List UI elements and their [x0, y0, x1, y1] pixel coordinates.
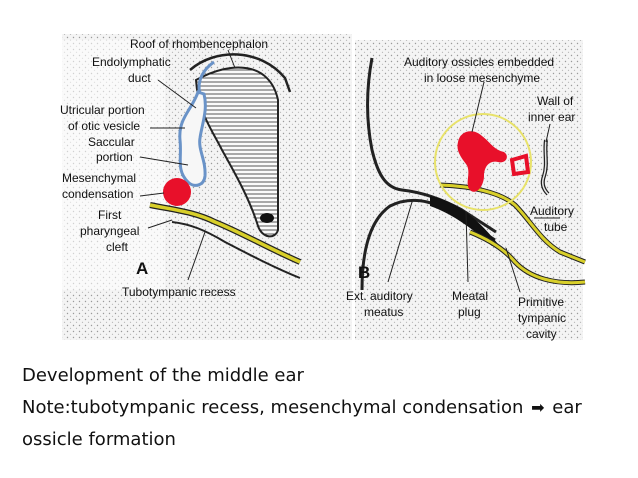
- pharyngeal-pouch-line: [171, 221, 301, 279]
- label-utricular-1: Utricular portion: [60, 103, 145, 117]
- label-wall-2: inner ear: [528, 110, 575, 124]
- label-meatus-2: meatus: [364, 305, 403, 319]
- label-wall-1: Wall of: [537, 94, 574, 108]
- panel-a-letter: A: [136, 259, 148, 278]
- loose-mesenchyme: [434, 113, 532, 211]
- caption-line-1: Development of the middle ear: [22, 365, 304, 386]
- label-tube-2: tube: [544, 220, 568, 234]
- panel-b-letter: B: [358, 263, 370, 282]
- label-roof: Roof of rhombencephalon: [130, 37, 268, 51]
- label-ossicles-2: in loose mesenchyme: [424, 71, 540, 85]
- label-endolymphatic-2: duct: [128, 71, 151, 85]
- panel-a-leaders: [139, 49, 236, 281]
- endolymphatic-duct: [197, 60, 215, 95]
- wall-of-inner-ear-inner: [542, 139, 549, 195]
- auditory-ossicles: [457, 131, 507, 192]
- caption-line-2-text: Note:tubotympanic recess, mesenchymal co…: [22, 397, 524, 418]
- caption-line-2-end: ear: [552, 397, 582, 418]
- tubotympanic-recess-fill: [149, 203, 301, 264]
- label-saccular-2: portion: [96, 150, 133, 164]
- right-arrow-icon: ➡: [531, 398, 545, 417]
- panel-a-label-area: [55, 40, 165, 290]
- otic-vesicle: [178, 90, 207, 187]
- label-cavity-1: Primitive: [518, 295, 564, 309]
- label-pharyngeal-1: First: [98, 208, 122, 222]
- label-cavity-2: tympanic: [518, 311, 566, 325]
- label-meatus-1: Ext. auditory: [346, 289, 413, 303]
- meatal-plug: [430, 196, 498, 246]
- label-utricular-2: of otic vesicle: [68, 119, 140, 133]
- caption-line-2: Note:tubotympanic recess, mesenchymal co…: [22, 392, 632, 424]
- panel-b: Auditory ossicles embedded in loose mese…: [346, 40, 586, 341]
- roof-of-rhombencephalon: [189, 53, 292, 93]
- mesenchymal-condensation: [163, 178, 191, 206]
- panel-a: Roof of rhombencephalon Endolymphatic du…: [55, 34, 352, 340]
- auditory-tube-upper-fill: [439, 183, 586, 264]
- label-endolymphatic-1: Endolymphatic: [92, 55, 171, 69]
- label-pharyngeal-2: pharyngeal: [80, 224, 139, 238]
- label-plug-2: plug: [458, 305, 481, 319]
- label-tube-1: Auditory: [530, 204, 574, 218]
- label-saccular-1: Saccular: [88, 135, 135, 149]
- notochord: [260, 213, 274, 223]
- label-plug-1: Meatal: [452, 289, 488, 303]
- panel-b-leaders: [387, 81, 560, 293]
- label-pharyngeal-3: cleft: [106, 240, 129, 254]
- label-mesenchymal-2: condensation: [62, 187, 133, 201]
- rhombencephalon: [194, 66, 279, 238]
- label-mesenchymal-1: Mesenchymal: [62, 171, 136, 185]
- stapes: [509, 153, 531, 177]
- label-cavity-3: cavity: [526, 327, 557, 341]
- auditory-tube-lower-fill: [469, 230, 586, 285]
- caption: Development of the middle ear Note:tubot…: [22, 360, 632, 456]
- label-ossicles-1: Auditory ossicles embedded: [404, 55, 554, 69]
- caption-line-3: ossicle formation: [22, 429, 176, 450]
- label-tubotympanic: Tubotympanic recess: [122, 285, 236, 299]
